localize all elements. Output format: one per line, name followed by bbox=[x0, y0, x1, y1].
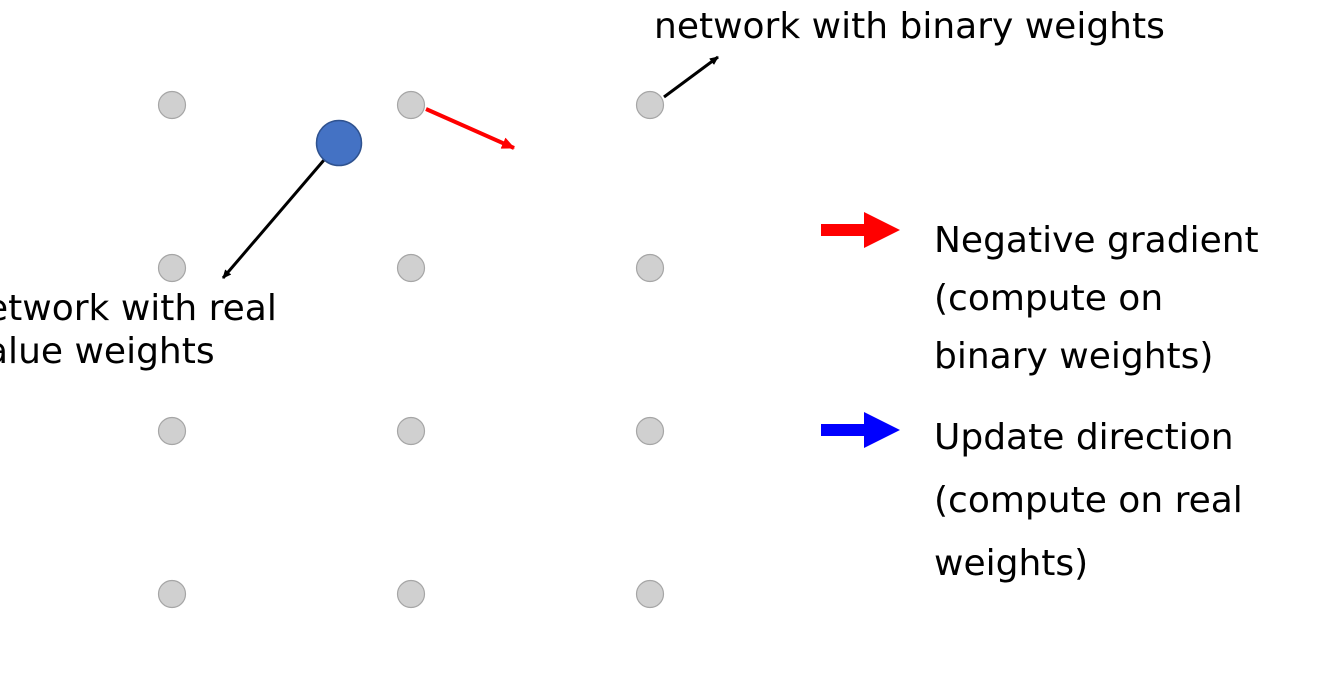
legend-update-direction-label: Update direction (compute on real weight… bbox=[934, 406, 1243, 595]
binary-weight-point-r2-c2 bbox=[396, 253, 426, 283]
real-weight-point bbox=[315, 119, 363, 167]
legend-negative-gradient-line-3: binary weights) bbox=[934, 336, 1214, 377]
negative-gradient-arrow bbox=[425, 107, 515, 150]
real-network-label: etwork with real alue weights bbox=[0, 287, 277, 373]
binary-weight-point-r3-c2 bbox=[396, 416, 426, 446]
legend-update-direction-line-2: (compute on real bbox=[934, 480, 1243, 521]
binary-weight-point-r2-c1 bbox=[157, 253, 187, 283]
binary-weight-point-r4-c1 bbox=[157, 579, 187, 609]
legend-negative-gradient-label: Negative gradient (compute on binary wei… bbox=[934, 212, 1259, 386]
binary-weight-grid bbox=[157, 90, 665, 609]
legend-update-arrow-icon bbox=[821, 412, 900, 448]
real-network-label-line-2: alue weights bbox=[0, 331, 215, 373]
legend-negative-gradient-line-2: (compute on bbox=[934, 278, 1164, 319]
legend-gradient-arrow-icon bbox=[821, 212, 900, 248]
binary-weight-point-r3-c3 bbox=[635, 416, 665, 446]
real-network-pointer-arrow bbox=[221, 159, 326, 279]
binary-weight-point-r3-c1 bbox=[157, 416, 187, 446]
binary-weight-point-r4-c2 bbox=[396, 579, 426, 609]
binary-network-label: network with binary weights bbox=[654, 6, 1165, 47]
binary-weight-point-r4-c3 bbox=[635, 579, 665, 609]
binary-weight-point-r1-c2 bbox=[396, 90, 426, 120]
legend-update-direction-line-1: Update direction bbox=[934, 417, 1234, 458]
binary-network-pointer-arrow bbox=[663, 55, 719, 99]
legend-negative-gradient-line-1: Negative gradient bbox=[934, 220, 1259, 261]
real-network-label-line-1: etwork with real bbox=[0, 288, 277, 329]
binary-weight-point-r1-c1 bbox=[157, 90, 187, 120]
legend-update-direction-line-3: weights) bbox=[934, 543, 1089, 584]
binary-weight-point-r2-c3 bbox=[635, 253, 665, 283]
binary-weight-point-r1-c3 bbox=[635, 90, 665, 120]
